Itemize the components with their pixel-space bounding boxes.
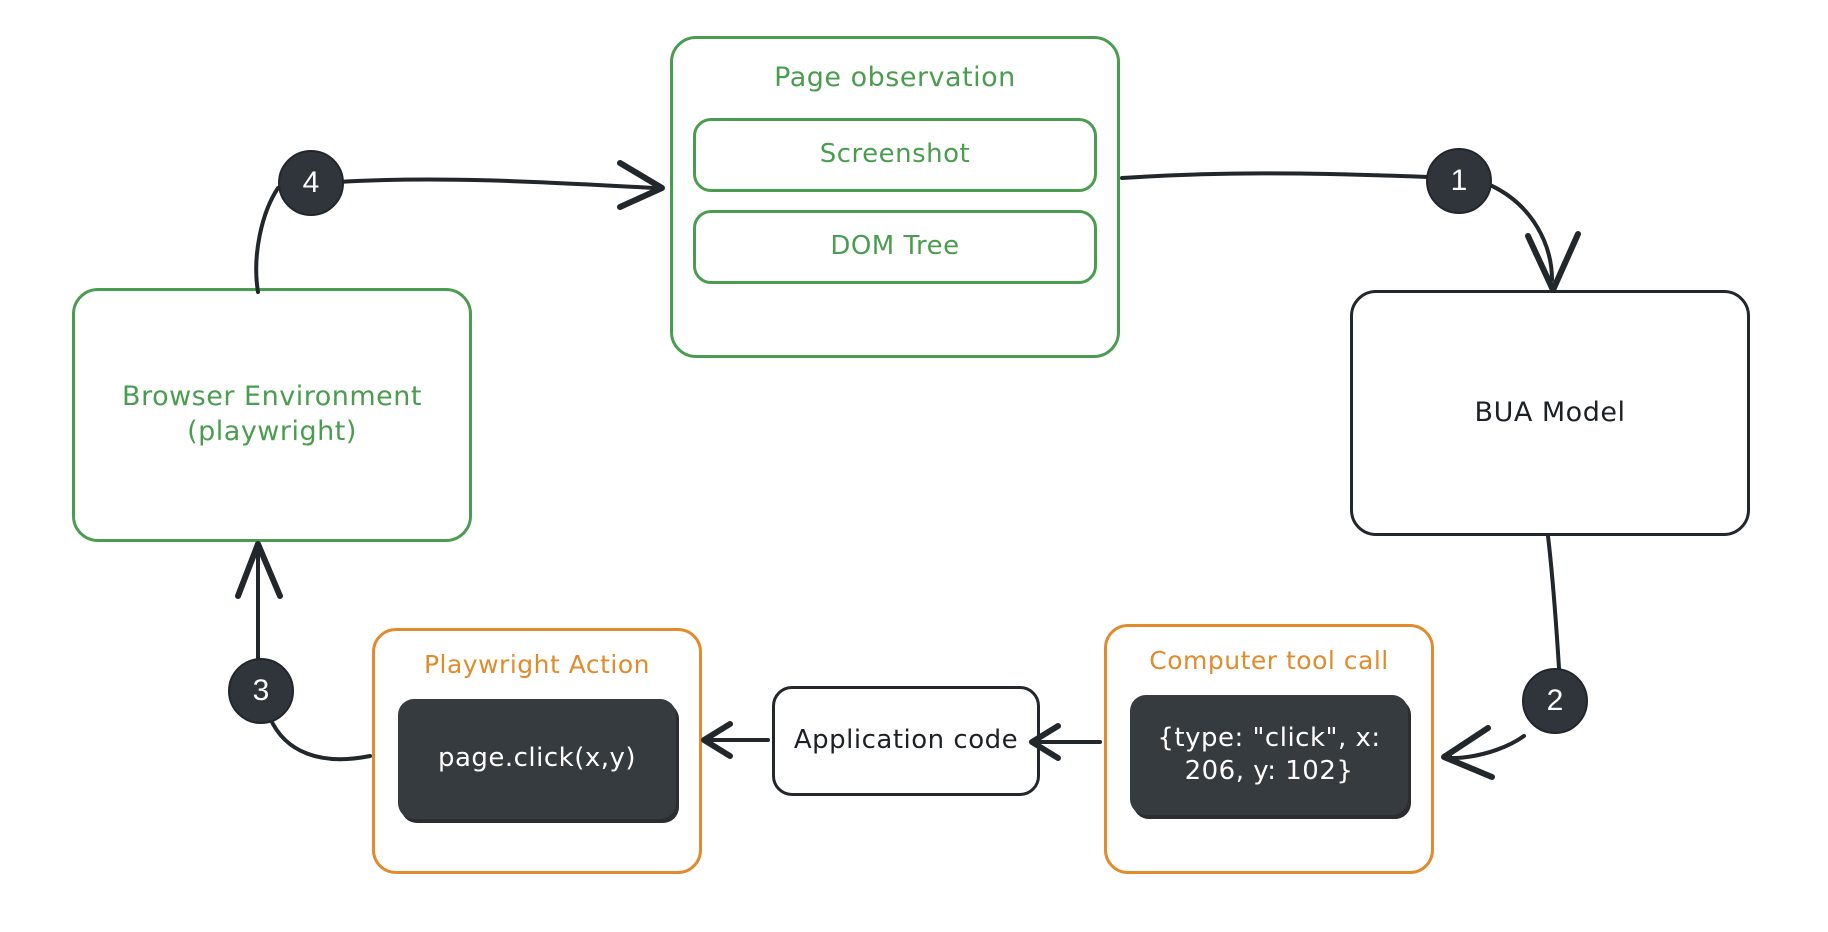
node-dom-tree[interactable]: DOM Tree: [693, 209, 1097, 284]
edge-model-to-toolcall-curve: [1446, 734, 1526, 760]
page-observation-title: Page observation: [774, 62, 1016, 93]
arrowhead-to-observation: [617, 160, 665, 210]
playwright-action-code: page.click(x,y): [398, 699, 676, 819]
edge-model-to-toolcall: [1546, 534, 1561, 670]
step-badge-1[interactable]: 1: [1426, 148, 1492, 214]
arrowhead-to-model: [1525, 231, 1581, 293]
computer-tool-call-title: Computer tool call: [1149, 646, 1389, 675]
edge-action-to-browser: [268, 716, 372, 762]
node-screenshot[interactable]: Screenshot: [693, 117, 1097, 192]
step-badge-1-number: 1: [1450, 164, 1468, 197]
node-application-code[interactable]: Application code: [772, 686, 1040, 796]
step-badge-3-number: 3: [252, 674, 270, 707]
step-badge-3[interactable]: 3: [228, 658, 294, 724]
computer-tool-call-code: {type: "click", x: 206, y: 102}: [1130, 695, 1408, 815]
node-computer-tool-call[interactable]: Computer tool call {type: "click", x: 20…: [1104, 624, 1434, 874]
step-badge-2[interactable]: 2: [1522, 668, 1588, 734]
edge-observation-to-model: [1120, 171, 1430, 180]
node-page-observation[interactable]: Page observation Screenshot DOM Tree: [670, 36, 1120, 358]
edge-browser-to-observation-straight: [336, 177, 657, 190]
node-browser-environment[interactable]: Browser Environment (playwright): [72, 288, 472, 542]
step-badge-4-number: 4: [302, 166, 320, 199]
arrowhead-to-browser: [235, 541, 283, 599]
edge-observation-to-model-curve: [1488, 183, 1554, 282]
step-badge-4[interactable]: 4: [278, 150, 344, 216]
edge-browser-to-observation: [254, 186, 280, 294]
node-playwright-action[interactable]: Playwright Action page.click(x,y): [372, 628, 702, 874]
node-bua-model[interactable]: BUA Model: [1350, 290, 1750, 536]
arrowhead-to-toolcall: [1441, 725, 1495, 780]
bua-model-label: BUA Model: [1474, 396, 1626, 428]
browser-environment-label: Browser Environment (playwright): [122, 381, 422, 447]
application-code-label: Application code: [793, 725, 1019, 756]
playwright-action-title: Playwright Action: [423, 650, 651, 679]
screenshot-label: Screenshot: [819, 138, 971, 169]
arrowhead-to-action: [701, 721, 733, 759]
dom-tree-label: DOM Tree: [830, 230, 960, 261]
step-badge-2-number: 2: [1546, 684, 1564, 717]
